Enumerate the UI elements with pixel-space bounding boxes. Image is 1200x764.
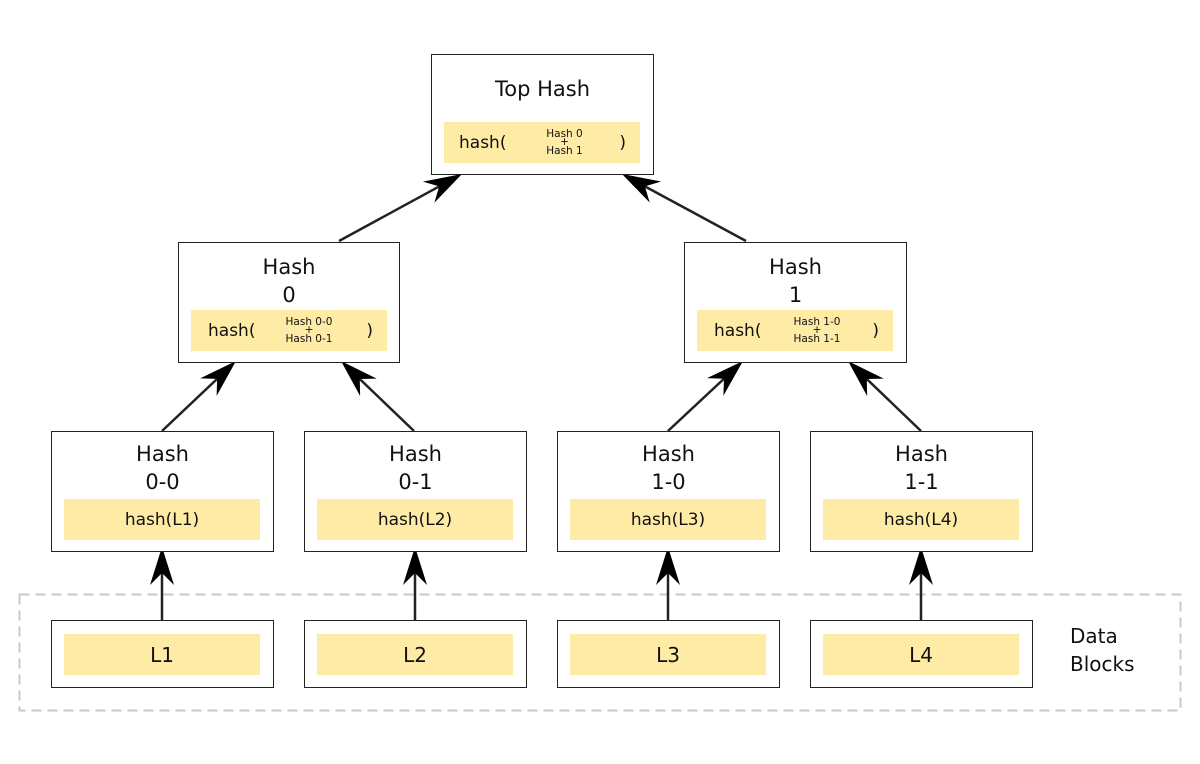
hash-0-1-title: Hash 0-1 — [305, 440, 526, 496]
data-block-label: L2 — [403, 642, 427, 667]
arrow-hash01-to-hash0-shaft — [358, 378, 415, 432]
node-title-line2: 1 — [788, 283, 803, 307]
plus-operator: + — [812, 324, 822, 337]
node-title-line2: 0-1 — [398, 470, 433, 494]
hash-0-formula: hash( Hash 0-0 + Hash 0-1 ) — [191, 310, 387, 351]
data-block-label: L3 — [656, 642, 680, 667]
data-blocks-group-border — [18, 593, 1182, 712]
arrow-hash00-to-hash0-shaft — [161, 377, 218, 432]
hash-input-stack: Hash 0 + Hash 1 — [542, 122, 587, 163]
node-title-line2: 0 — [282, 283, 296, 307]
hash-function-label: hash( — [459, 132, 507, 153]
top-hash-formula: hash( Hash 0 + Hash 1 ) — [444, 122, 640, 163]
hash-1-1-formula: hash(L4) — [823, 499, 1019, 540]
top-hash-node: Top Hash hash( Hash 0 + Hash 1 ) — [431, 54, 654, 175]
hash-0-title: Hash 0 — [179, 253, 399, 309]
data-blocks-label: Data Blocks — [1070, 622, 1135, 678]
data-block-fill: L2 — [317, 634, 513, 675]
hash-input-stack: Hash 1-0 + Hash 1-1 — [789, 310, 845, 351]
hash-function-label: hash( — [714, 320, 762, 341]
hash-0-0-formula: hash(L1) — [64, 499, 260, 540]
arrow-hash11-to-hash1-shaft — [865, 378, 922, 432]
hash-0-1-formula: hash(L2) — [317, 499, 513, 540]
data-block-fill: L4 — [823, 634, 1019, 675]
arrow-hash00-to-hash0-head — [200, 361, 236, 396]
close-paren: ) — [872, 320, 879, 341]
plus-operator: + — [304, 324, 314, 337]
group-label-line1: Data — [1070, 624, 1118, 648]
node-title-line1: Hash — [895, 442, 948, 466]
hash-input-a: Hash 0 — [546, 127, 583, 140]
arrow-hash11-to-hash1-head — [848, 361, 884, 396]
arrow-hash1-to-top-shaft — [644, 185, 747, 243]
hash-1-0-formula: hash(L3) — [570, 499, 766, 540]
hash-formula-text: hash(L2) — [377, 509, 453, 530]
data-block-l3: L3 — [557, 620, 780, 688]
arrow-hash1-to-top-head — [622, 174, 662, 203]
data-block-l1: L1 — [51, 620, 274, 688]
hash-input-b: Hash 0-1 — [285, 332, 333, 345]
data-block-l2: L2 — [304, 620, 527, 688]
hash-1-title: Hash 1 — [685, 253, 906, 309]
node-title-line2: 0-0 — [145, 470, 180, 494]
arrow-group — [150, 174, 933, 621]
node-title-line1: Hash — [262, 255, 316, 279]
close-paren: ) — [366, 320, 373, 341]
hash-formula-text: hash(L1) — [124, 509, 200, 530]
data-block-fill: L3 — [570, 634, 766, 675]
arrow-hash10-to-hash1-shaft — [667, 377, 725, 432]
hash-input-a: Hash 1-0 — [793, 315, 841, 328]
node-title-line2: 1-0 — [651, 470, 686, 494]
close-paren: ) — [619, 132, 626, 153]
hash-formula-text: hash(L4) — [883, 509, 959, 530]
arrow-l4-to-hash11-head — [909, 547, 933, 585]
hash-0-0-title: Hash 0-0 — [52, 440, 273, 496]
node-title-line1: Hash — [769, 255, 822, 279]
hash-0-1-node: Hash 0-1 hash(L2) — [304, 431, 527, 552]
hash-input-b: Hash 1-1 — [793, 332, 841, 345]
arrow-hash0-to-top-shaft — [338, 185, 440, 243]
hash-0-0-node: Hash 0-0 hash(L1) — [51, 431, 274, 552]
node-title-line2: 1-1 — [904, 470, 939, 494]
hash-1-formula: hash( Hash 1-0 + Hash 1-1 ) — [697, 310, 893, 351]
hash-input-b: Hash 1 — [546, 144, 583, 157]
hash-formula-text: hash(L3) — [630, 509, 706, 530]
data-block-fill: L1 — [64, 634, 260, 675]
hash-1-0-title: Hash 1-0 — [558, 440, 779, 496]
hash-1-1-node: Hash 1-1 hash(L4) — [810, 431, 1033, 552]
hash-input-stack: Hash 0-0 + Hash 0-1 — [281, 310, 337, 351]
hash-function-label: hash( — [208, 320, 256, 341]
hash-0-node: Hash 0 hash( Hash 0-0 + Hash 0-1 ) — [178, 242, 400, 363]
arrow-hash0-to-top-head — [422, 174, 462, 203]
arrow-l3-to-hash10-head — [656, 547, 680, 585]
arrow-hash01-to-hash0-head — [341, 361, 377, 396]
data-block-label: L4 — [909, 642, 933, 667]
data-block-l4: L4 — [810, 620, 1033, 688]
arrow-hash10-to-hash1-head — [707, 361, 743, 396]
hash-input-a: Hash 0-0 — [285, 315, 333, 328]
hash-1-1-title: Hash 1-1 — [811, 440, 1032, 496]
arrow-l2-to-hash01-head — [403, 547, 427, 585]
plus-operator: + — [560, 136, 569, 149]
group-label-line2: Blocks — [1070, 652, 1135, 676]
top-hash-title: Top Hash — [494, 77, 591, 101]
hash-1-0-node: Hash 1-0 hash(L3) — [557, 431, 780, 552]
node-title-line1: Hash — [389, 442, 442, 466]
data-block-label: L1 — [150, 642, 174, 667]
node-title-line1: Hash — [642, 442, 695, 466]
node-title-line1: Hash — [136, 442, 189, 466]
arrow-l1-to-hash00-head — [150, 547, 174, 585]
hash-1-node: Hash 1 hash( Hash 1-0 + Hash 1-1 ) — [684, 242, 907, 363]
